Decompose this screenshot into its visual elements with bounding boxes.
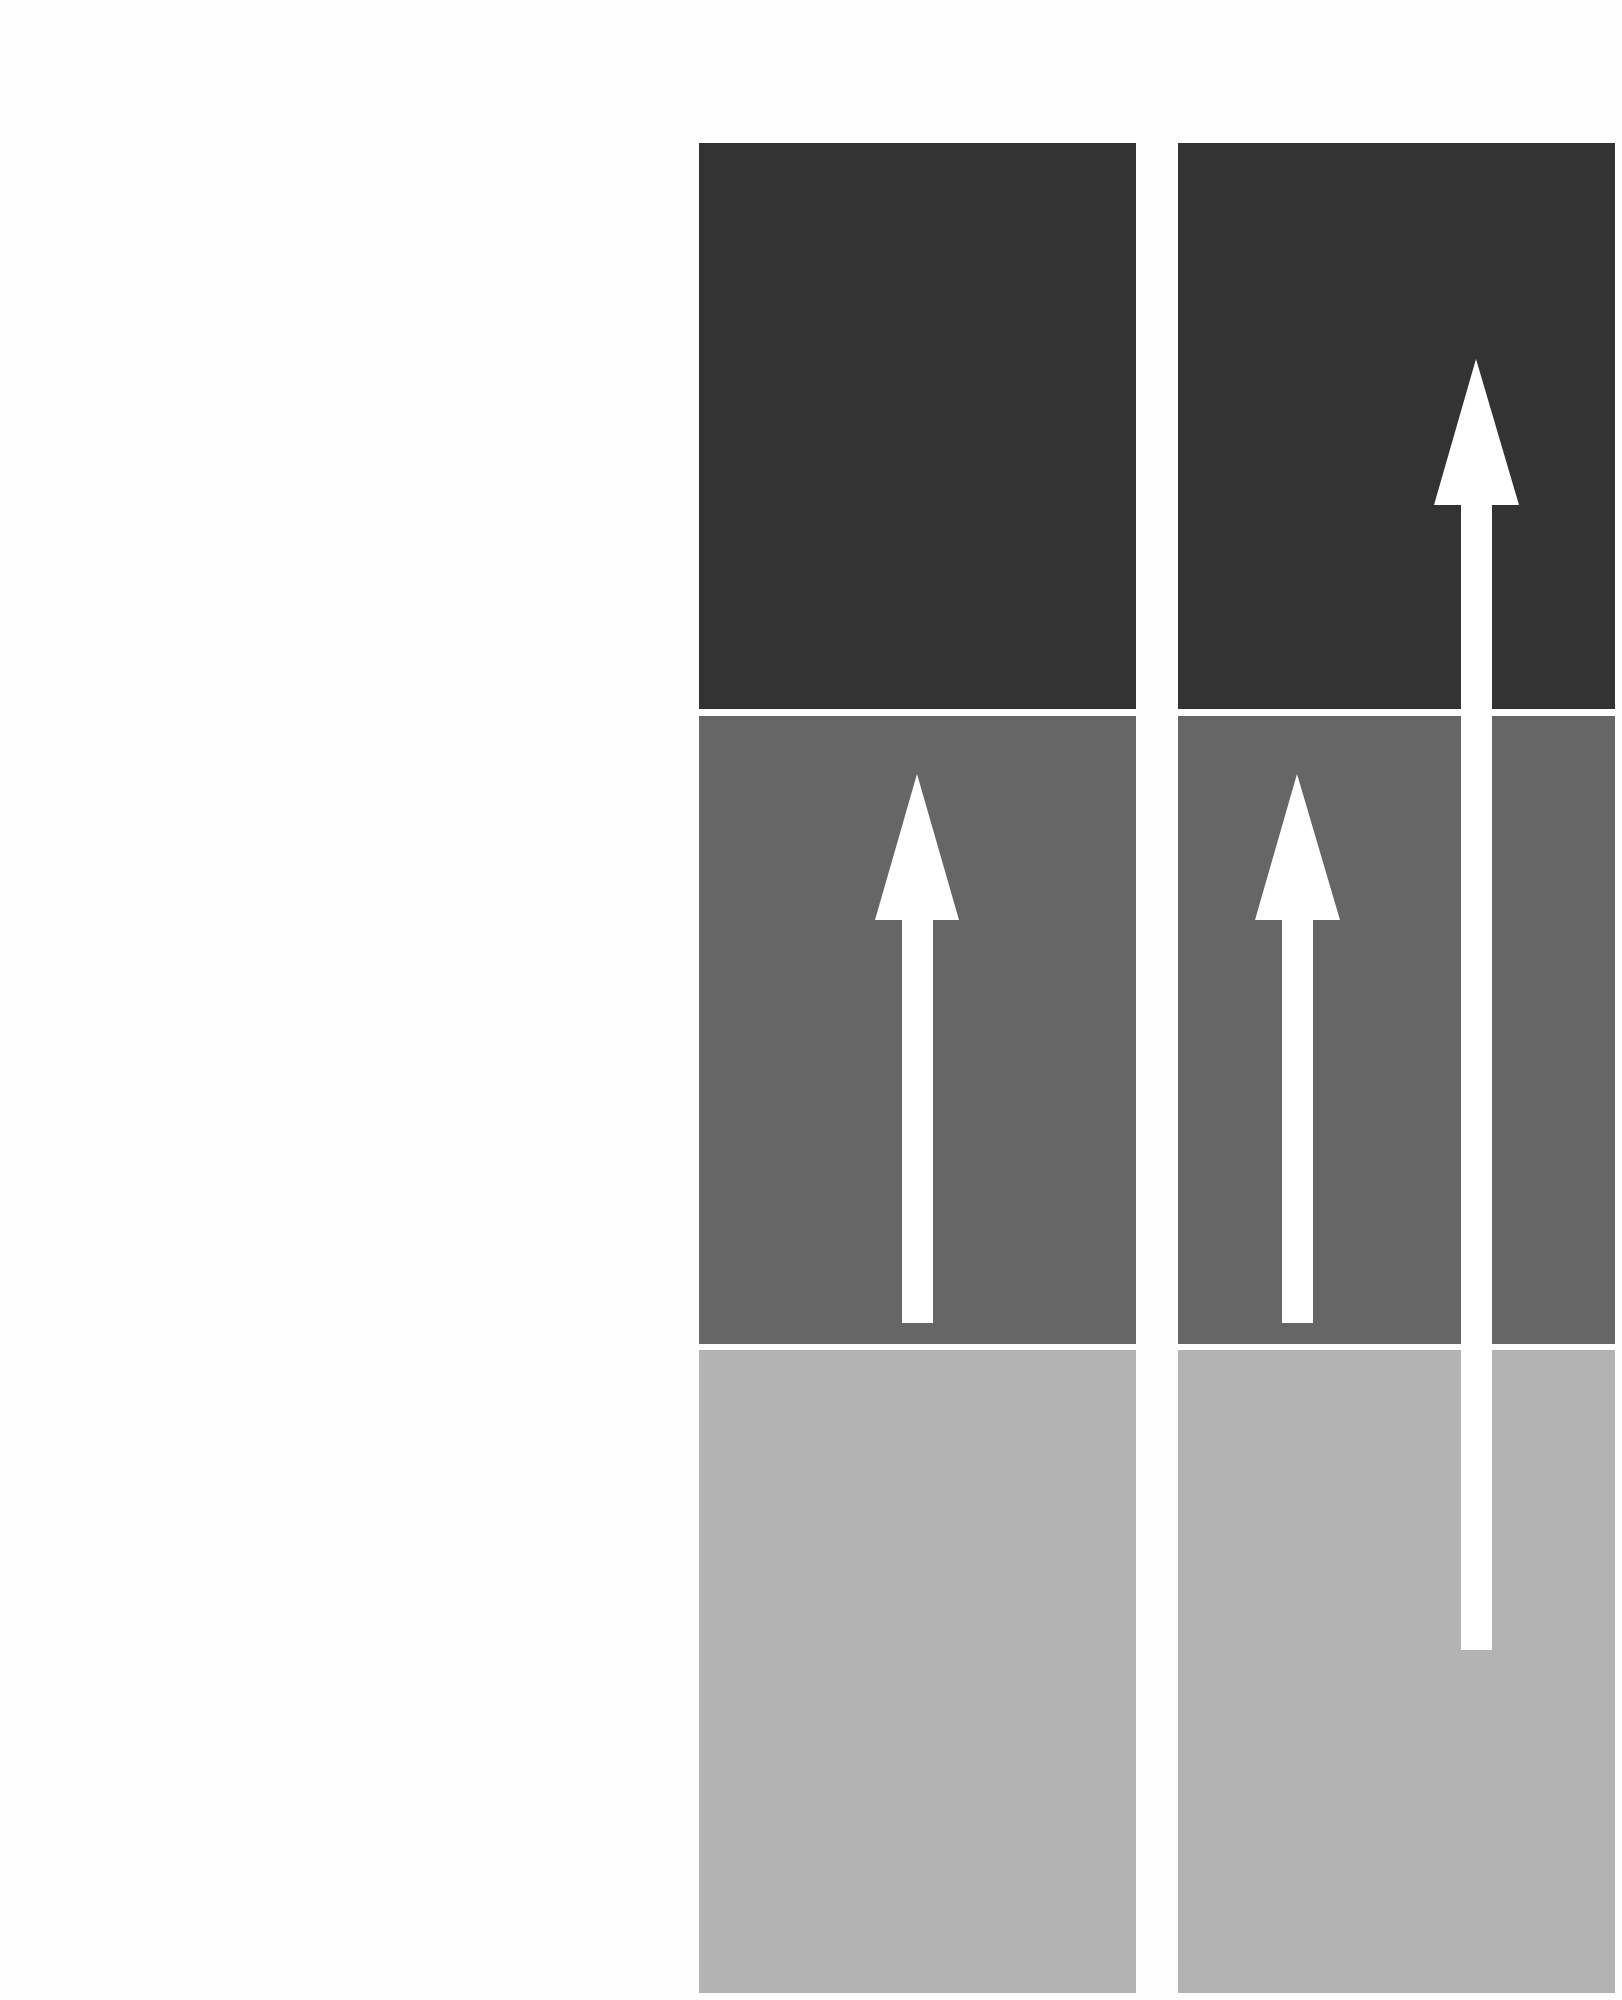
block-right-middle: [1178, 716, 1615, 1344]
up-arrow-right-long-head: [1434, 359, 1519, 505]
up-arrow-right-column-short: [1255, 774, 1340, 1323]
block-right-bottom: [1178, 1350, 1615, 1993]
block-right-top: [1178, 143, 1615, 709]
up-arrow-right-long-shaft: [1461, 503, 1492, 1650]
up-arrow-left-shaft: [902, 918, 933, 1323]
up-arrow-right-short-shaft: [1282, 918, 1313, 1323]
up-arrow-right-short-head: [1255, 774, 1340, 920]
up-arrow-left-head: [875, 774, 959, 920]
up-arrow-left-column: [875, 774, 959, 1323]
block-left-top: [699, 143, 1136, 709]
block-left-bottom: [699, 1350, 1136, 1993]
up-arrow-right-column-long: [1434, 359, 1519, 1650]
